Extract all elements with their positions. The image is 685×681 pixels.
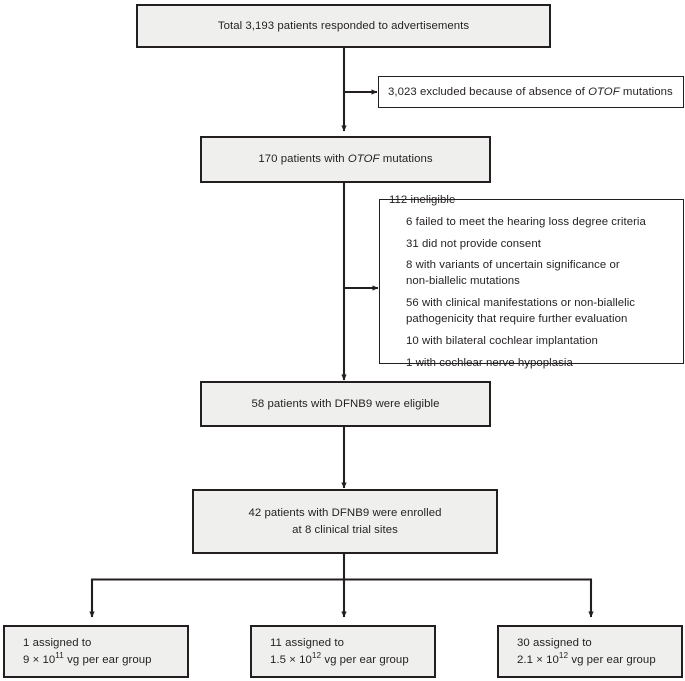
group-2-dose: 1.5 × 1012 vg per ear group [270,650,409,666]
node-enrolled: 42 patients with DFNB9 were enrolled at … [192,489,498,554]
node-excluded-label: 3,023 excluded because of absence of OTO… [388,85,673,98]
ineligible-reason-list: 6 failed to meet the hearing loss degree… [389,214,675,371]
node-assignment-group-2: 11 assigned to 1.5 × 1012 vg per ear gro… [250,625,436,678]
connector-total-to-mutations [341,48,378,132]
node-total-responded: Total 3,193 patients responded to advert… [136,4,551,48]
list-item: 8 with variants of uncertain significanc… [406,259,620,288]
node-assignment-group-1: 1 assigned to 9 × 1011 vg per ear group [3,625,189,678]
list-item: 6 failed to meet the hearing loss degree… [406,215,646,228]
node-eligible-label: 58 patients with DFNB9 were eligible [251,397,440,410]
node-enrolled-line1: 42 patients with DFNB9 were enrolled [248,507,442,520]
connector-enrolled-to-groups [89,554,594,618]
group-1-line1: 1 assigned to [23,637,92,650]
list-item: 31 did not provide consent [406,237,541,250]
gene-name-otof: OTOF [588,85,620,98]
gene-name-otof: OTOF [347,153,380,166]
node-with-mutations: 170 patients with OTOF mutations [200,136,491,183]
list-item: 1 with cochlear nerve hypoplasia [406,356,573,369]
node-ineligible: 112 ineligible 6 failed to meet the hear… [379,194,684,369]
node-excluded-no-mutations: 3,023 excluded because of absence of OTO… [378,76,684,108]
list-item: 56 with clinical manifestations or non-b… [406,297,636,326]
node-enrolled-line2: at 8 clinical trial sites [292,523,398,536]
node-eligible: 58 patients with DFNB9 were eligible [200,381,491,427]
node-total-responded-label: Total 3,193 patients responded to advert… [217,19,470,32]
node-assignment-group-3: 30 assigned to 2.1 × 1012 vg per ear gro… [497,625,683,678]
connector-mutations-to-eligible [341,183,379,381]
group-3-line1: 30 assigned to [517,637,592,650]
list-item: 10 with bilateral cochlear implantation [406,334,598,347]
node-ineligible-heading: 112 ineligible [389,194,456,207]
group-2-line1: 11 assigned to [270,637,344,650]
node-with-mutations-label: 170 patients with OTOF mutations [258,153,433,166]
group-3-dose: 2.1 × 1012 vg per ear group [517,650,656,666]
group-1-dose: 9 × 1011 vg per ear group [23,650,152,666]
